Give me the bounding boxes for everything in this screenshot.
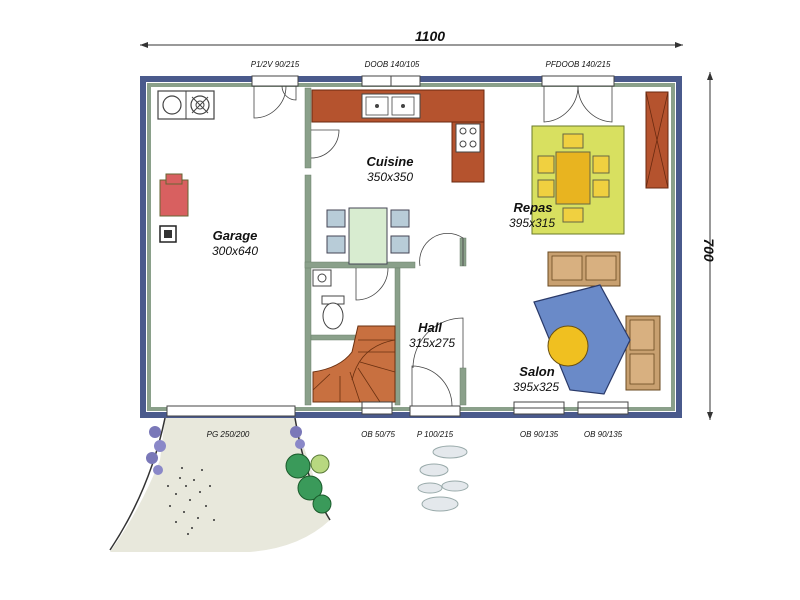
sideboard	[645, 91, 669, 189]
garage-gate: PG 250/200	[166, 405, 296, 439]
dining-size: 395x315	[509, 216, 555, 230]
cooktop	[455, 123, 481, 153]
shrubs	[285, 453, 332, 514]
hall-name: Hall	[418, 320, 442, 335]
garage-gate-label: PG 250/200	[207, 430, 250, 439]
salon-window-2-label: OB 90/135	[584, 430, 623, 439]
living-room: Salon 395x325	[513, 251, 661, 395]
garage-kitchen-door	[310, 129, 340, 159]
hall: Hall 315x275	[312, 233, 464, 403]
height-dimension: 700	[701, 72, 717, 420]
living-size: 395x325	[513, 380, 559, 394]
bath-window: OB 50/75	[361, 401, 395, 439]
wc-door	[355, 267, 389, 301]
sink	[361, 93, 421, 119]
kitchen-table	[326, 207, 410, 265]
sofa-right	[625, 315, 661, 391]
garage-size: 300x640	[212, 244, 258, 258]
salon-window-1-label: OB 90/135	[520, 430, 559, 439]
kitchen-name: Cuisine	[367, 154, 414, 169]
garden-path	[110, 418, 330, 552]
staircase	[312, 325, 396, 403]
kitchen-window: DOOB 140/105	[361, 60, 421, 87]
garage-name: Garage	[213, 228, 258, 243]
coffee-table	[547, 325, 589, 367]
kitchen-window-label: DOOB 140/105	[365, 60, 420, 69]
width-label: 1100	[415, 28, 445, 44]
dining-table	[537, 133, 610, 223]
entry-door-label: P 100/215	[417, 430, 454, 439]
boiler	[159, 225, 177, 243]
hall-size: 315x275	[409, 336, 455, 350]
washbasin	[312, 269, 332, 287]
washing-machine	[157, 90, 215, 120]
hall-kitchen-door	[419, 233, 464, 267]
stepping-stones	[417, 445, 469, 512]
kitchen-size: 350x350	[367, 170, 413, 184]
sofa-top	[547, 251, 621, 287]
garage-door-label: P1/2V 90/215	[251, 60, 300, 69]
gravel	[167, 467, 215, 535]
flowers-right	[290, 426, 305, 449]
armchair-red	[159, 173, 189, 217]
height-label: 700	[701, 238, 717, 262]
dining: Repas 395x315	[509, 91, 669, 235]
garage-door: P1/2V 90/215	[251, 60, 300, 119]
garage: Garage 300x640	[157, 90, 258, 258]
salon-window-2: OB 90/135	[577, 401, 629, 439]
hall-salon-door	[412, 317, 464, 369]
kitchen: Cuisine 350x350	[311, 89, 485, 265]
dining-door: PFDOOB 140/215	[541, 60, 615, 123]
dining-door-label: PFDOOB 140/215	[546, 60, 611, 69]
living-name: Salon	[519, 364, 554, 379]
salon-window-1: OB 90/135	[513, 401, 565, 439]
flowers-left	[146, 426, 166, 475]
entry-door: P 100/215	[409, 365, 461, 439]
width-dimension: 1100	[140, 28, 683, 48]
toilet	[321, 295, 345, 330]
dining-name: Repas	[513, 200, 552, 215]
bath-window-label: OB 50/75	[361, 430, 395, 439]
